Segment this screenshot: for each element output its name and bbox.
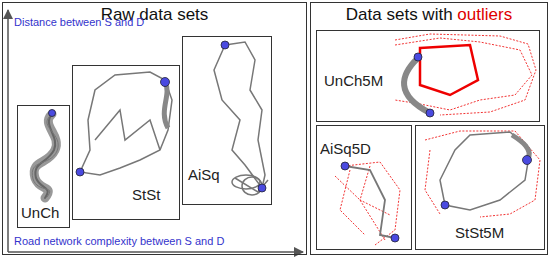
dataset-label: UnCh5M — [324, 72, 383, 89]
dataset-box: AiSq5D — [316, 125, 412, 250]
aisq5d-trajectories — [335, 162, 400, 245]
axis-arrows — [8, 10, 303, 252]
panel-title: outliers — [457, 5, 512, 25]
unch-trajectories — [32, 114, 58, 198]
dataset-label: UnCh — [21, 204, 59, 221]
dataset-label: AiSq — [188, 166, 220, 183]
dataset-box: StSt5M — [415, 125, 545, 250]
dataset-box: StSt — [72, 65, 180, 220]
unch5m-trajectories — [395, 34, 536, 115]
endpoint-dots — [49, 41, 532, 242]
dataset-box: UnCh5M — [316, 30, 540, 122]
panel-header: Data sets withoutliers — [311, 5, 547, 25]
axis-label: Road network complexity between S and D — [14, 235, 224, 248]
dataset-box: AiSq — [182, 36, 272, 205]
panel-box: Raw data setsUnChStStAiSq — [2, 2, 307, 255]
panel-title: Data sets with — [346, 5, 453, 25]
dataset-label: AiSq5D — [320, 140, 371, 157]
panel-box: Data sets withoutliersUnCh5M AiSq5D StSt5M — [310, 2, 548, 255]
aisq-trajectories — [214, 42, 268, 195]
stst-trajectories — [80, 72, 172, 175]
axis-label: Distance between S and D — [14, 16, 144, 29]
dataset-label: StSt — [132, 186, 160, 203]
dataset-box: UnCh — [17, 105, 70, 228]
dataset-label: StSt5M — [455, 224, 504, 241]
stst5m-trajectories — [425, 131, 540, 217]
